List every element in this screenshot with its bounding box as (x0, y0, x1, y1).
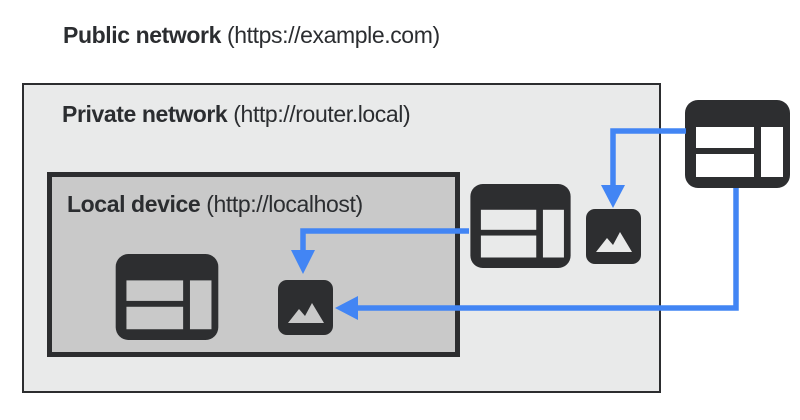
image-icon (586, 209, 641, 264)
private-network-label: Private network(http://router.local) (62, 101, 411, 129)
public-network-label-url: (https://example.com) (226, 22, 440, 48)
local-device-label-url: (http://localhost) (206, 191, 363, 217)
image-icon (278, 280, 333, 335)
local-device-box: Local device(http://localhost) (47, 172, 460, 357)
local-device-label-bold: Local device (67, 191, 201, 217)
browser-window-icon (685, 100, 790, 188)
private-network-box: Private network(http://router.local) Loc… (22, 83, 661, 393)
private-network-label-url: (http://router.local) (233, 101, 411, 127)
browser-window-icon (470, 184, 571, 268)
private-network-label-bold: Private network (62, 101, 228, 127)
public-network-label-bold: Public network (63, 22, 221, 48)
local-device-label: Local device(http://localhost) (67, 191, 363, 219)
browser-window-icon (115, 254, 219, 340)
public-network-label: Public network(https://example.com) (63, 22, 440, 50)
